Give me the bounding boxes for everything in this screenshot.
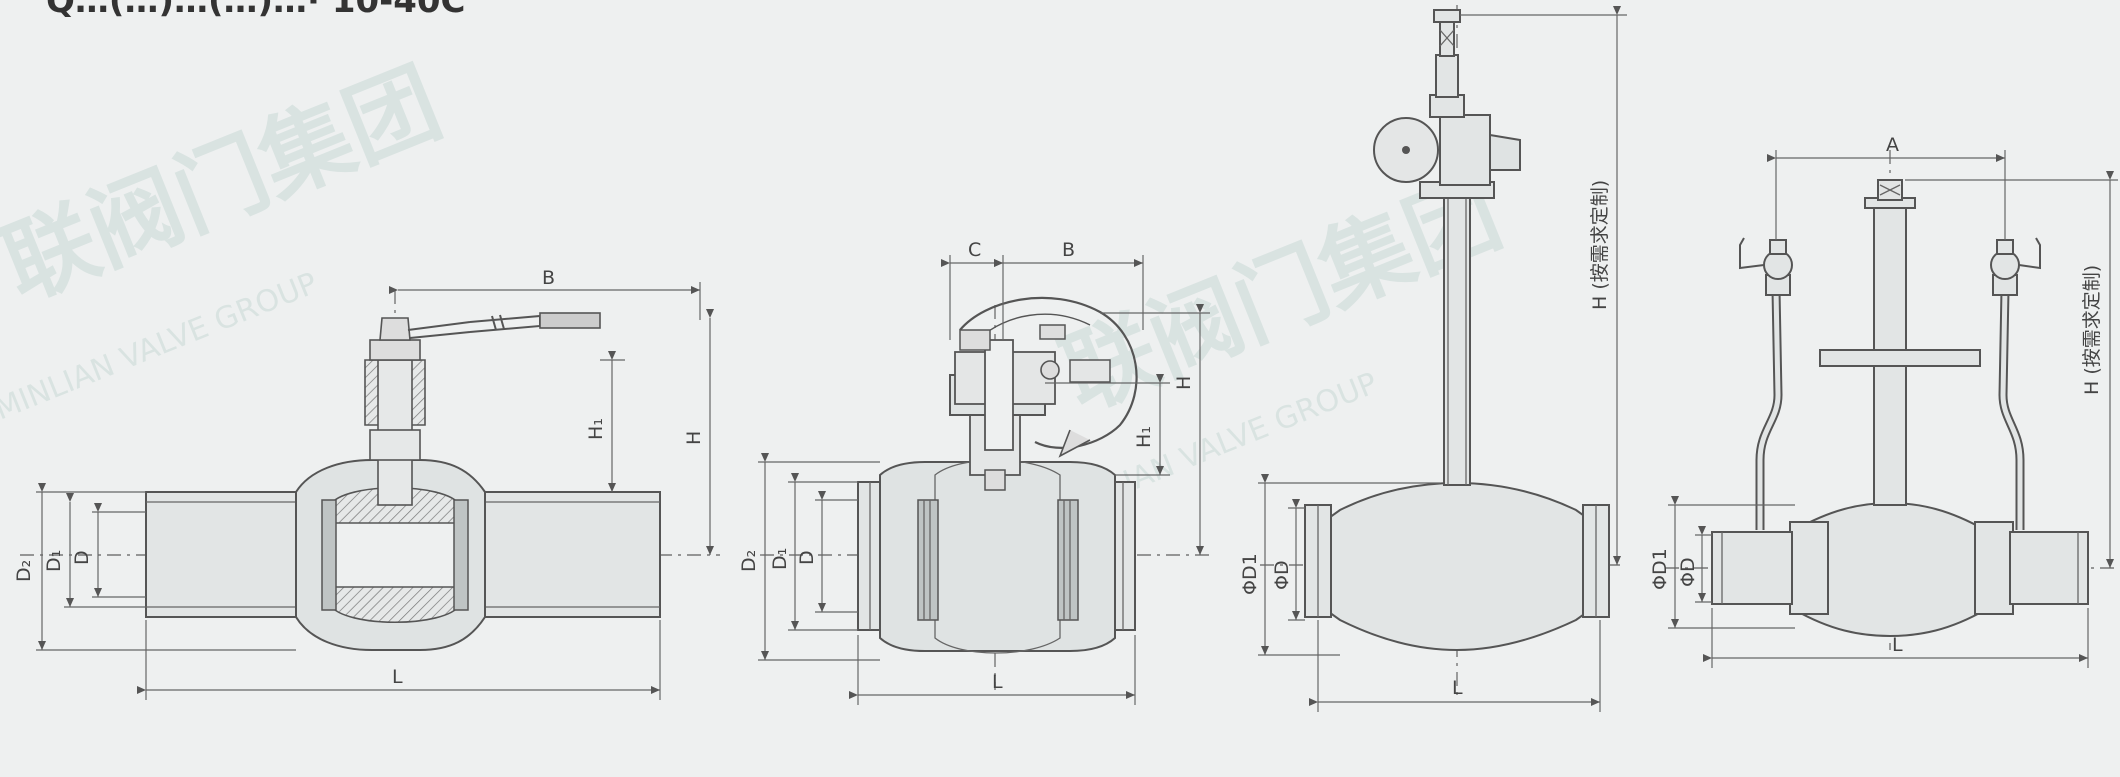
- watermark: 联阀门集团 MINLIAN VALVE GROUP 联阀门集团 MINLIAN …: [0, 49, 1515, 528]
- fig1-label-l: L: [392, 666, 403, 688]
- fig2-label-b: B: [1062, 239, 1075, 261]
- fig1-label-b: B: [542, 267, 555, 289]
- fig4-label-l: L: [1892, 634, 1903, 656]
- fig2-label-h: H: [1173, 376, 1195, 390]
- fig2-label-d1: D₁: [769, 548, 791, 570]
- fig3-label-h: H (按需求定制): [1589, 180, 1611, 310]
- fig4-label-phid1: ΦD1: [1649, 548, 1671, 590]
- fig1-label-h: H: [683, 431, 705, 445]
- fig3-label-phid1: ΦD1: [1239, 553, 1261, 595]
- fig2-label-c: C: [968, 239, 981, 261]
- figure-4-bleed-pipe-valve: A H (按需求定制) ΦD1 ΦD L: [1649, 134, 2118, 668]
- watermark-cn-1: 联阀门集团: [0, 49, 455, 321]
- fig1-label-d: D: [71, 550, 93, 565]
- fig4-label-phid: ΦD: [1677, 557, 1699, 587]
- fig1-label-h1: H₁: [585, 418, 607, 440]
- fig3-label-l: L: [1452, 677, 1463, 699]
- fig1-label-d2: D₂: [13, 560, 35, 582]
- fig2-label-h1: H₁: [1133, 426, 1155, 448]
- fig2-label-d2: D₂: [738, 550, 760, 572]
- fig1-label-d1: D₁: [43, 550, 65, 572]
- figure-3-extended-stem-valve: H (按需求定制) ΦD1 ΦD L: [1239, 5, 1627, 712]
- fig4-label-h: H (按需求定制): [2081, 265, 2103, 395]
- fig2-label-l: L: [992, 671, 1003, 693]
- fig4-label-a: A: [1886, 134, 1899, 156]
- fig3-label-phid: ΦD: [1271, 560, 1293, 590]
- header-text: Q…(…)…(…)…· 10-40C: [46, 0, 466, 21]
- figure-2-gear-valve: C B H₁ H L D₂ D₁ D: [738, 239, 1215, 705]
- figure-1-lever-valve: B H₁ H L D₂ D₁ D: [13, 267, 720, 700]
- fig2-label-d: D: [796, 550, 818, 565]
